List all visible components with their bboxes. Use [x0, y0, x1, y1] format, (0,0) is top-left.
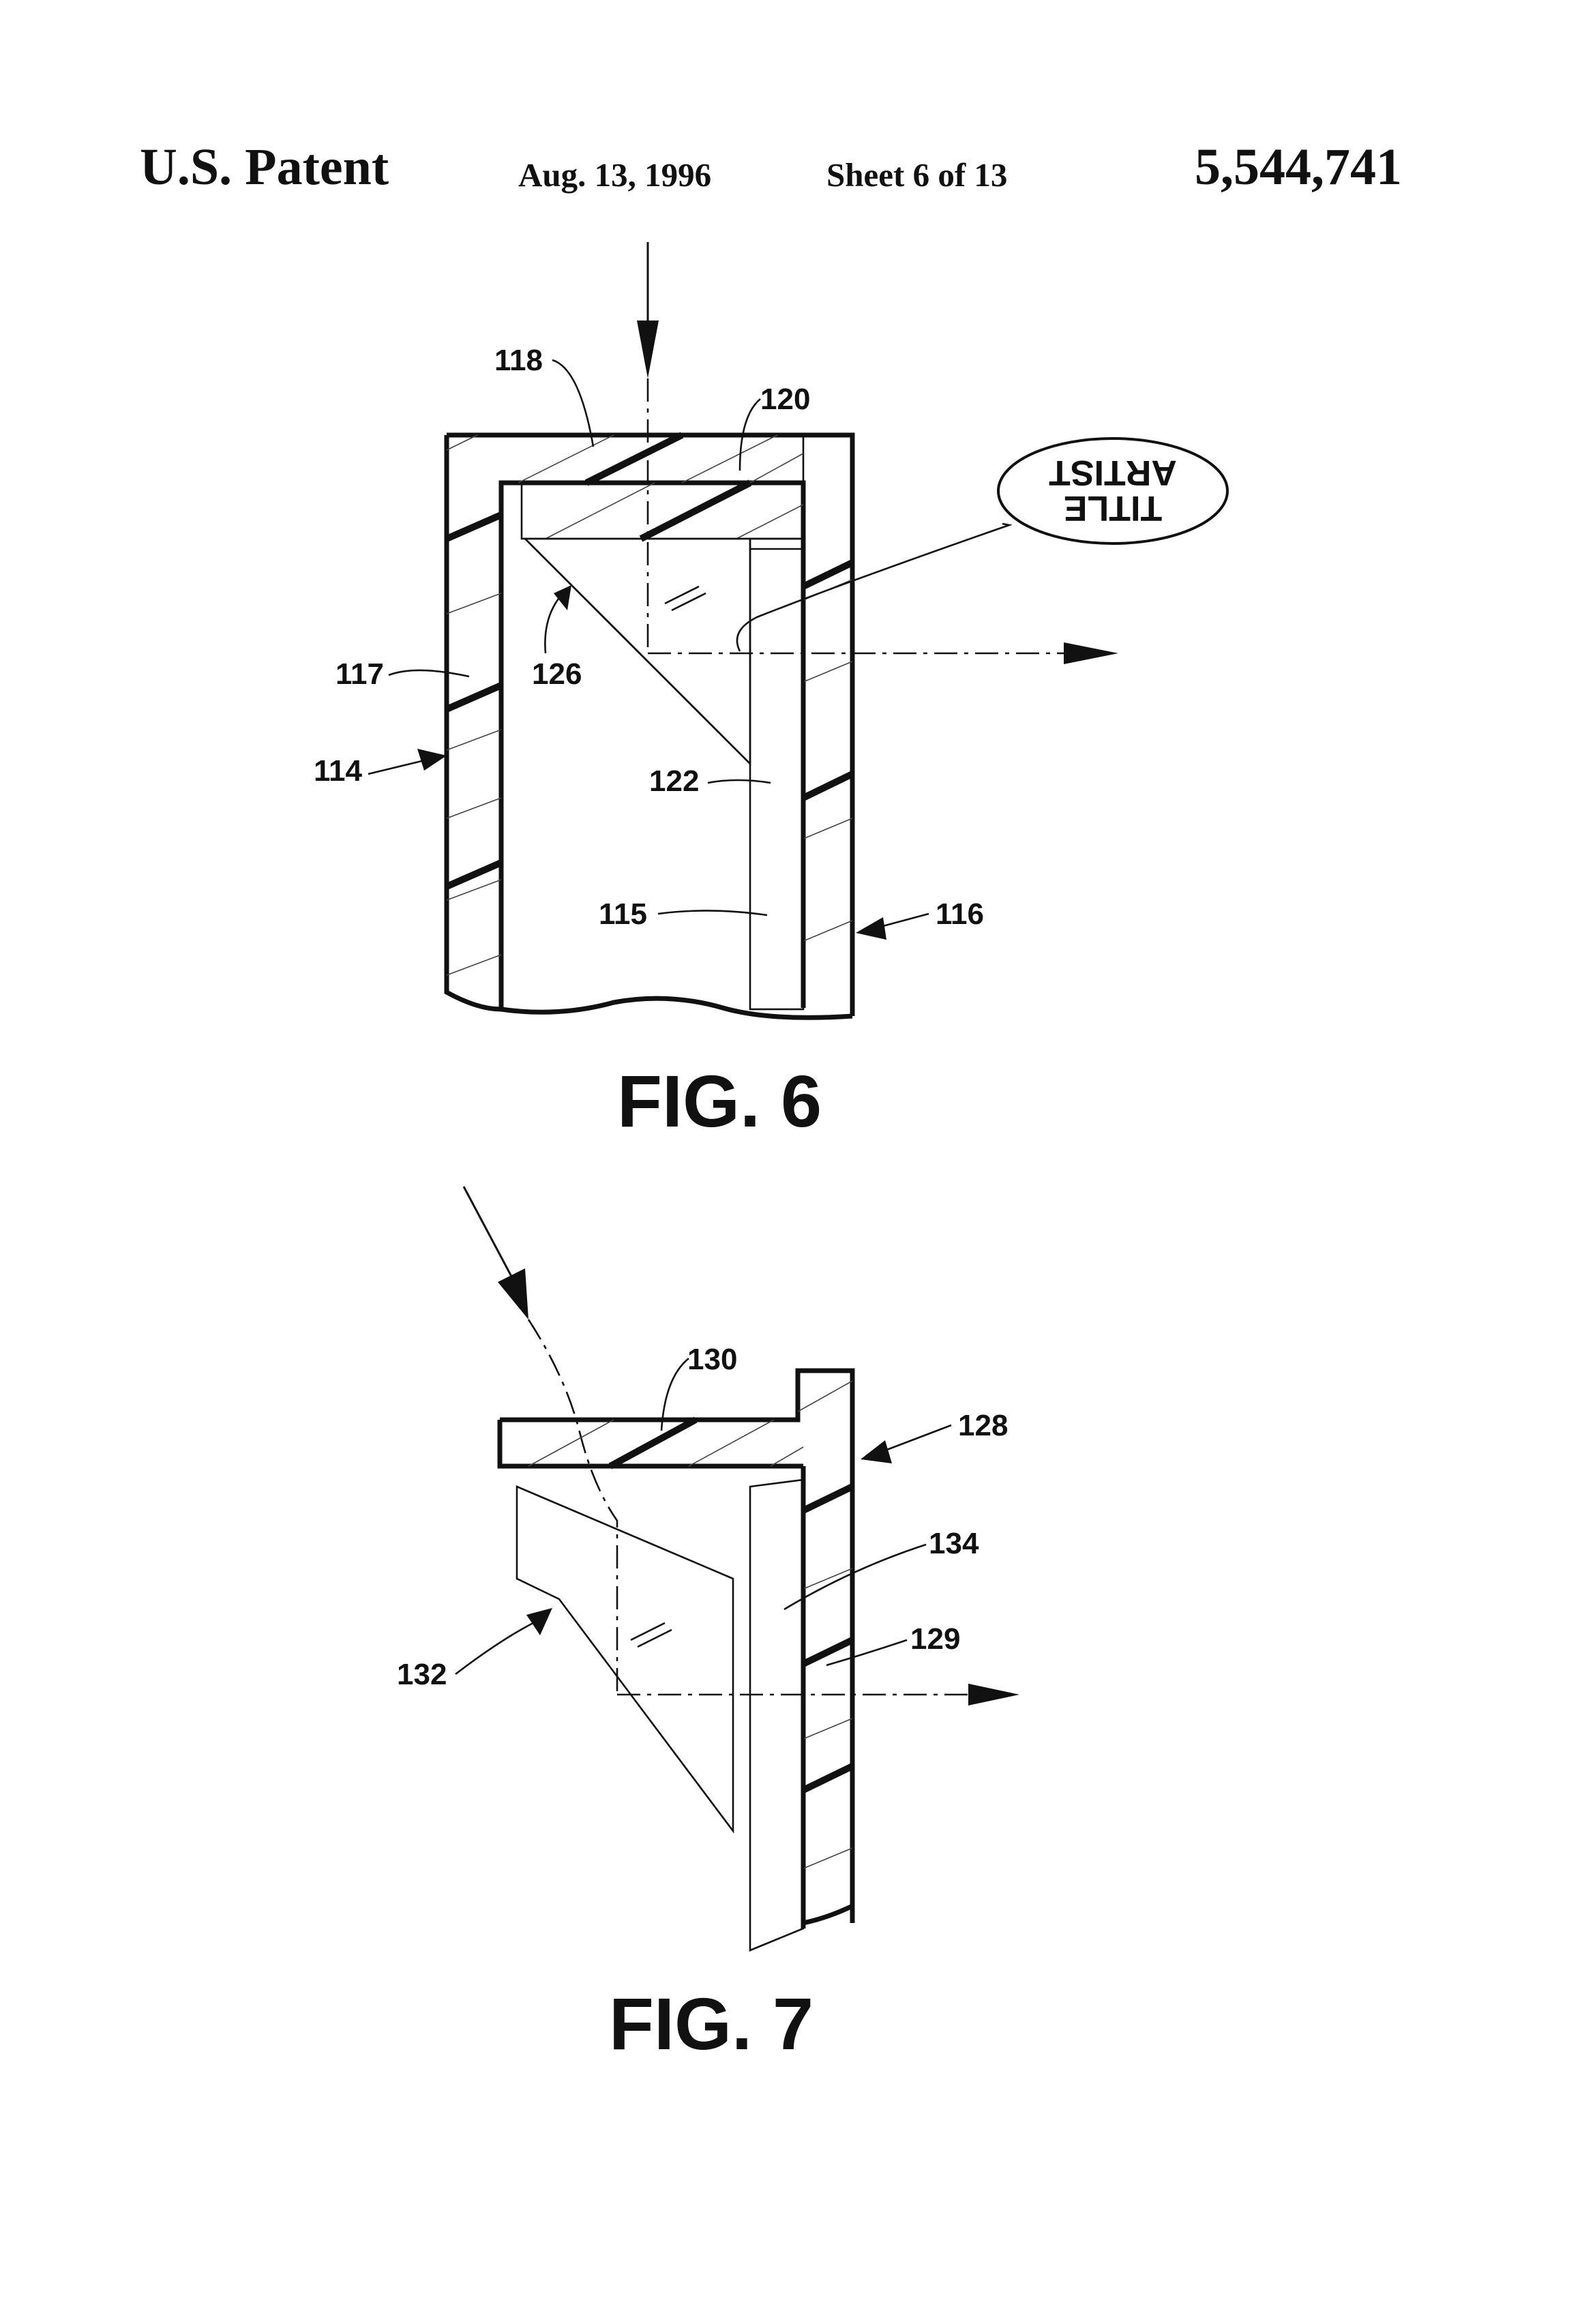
- label-120: 120: [760, 383, 810, 416]
- leader-129: [826, 1639, 908, 1667]
- fig7-cover-hatching: [528, 1380, 853, 1470]
- leader-114-arrow: [417, 749, 447, 771]
- patent-number: 5,544,741: [1195, 138, 1402, 196]
- fig7-cover-plate-lower: [497, 1420, 803, 1469]
- fig7-prism: [516, 1485, 734, 1834]
- fig6-wall-hatching: [445, 432, 854, 976]
- label-128: 128: [958, 1409, 1008, 1442]
- fig6-balloon-leader: [736, 522, 1013, 652]
- leader-134: [783, 1543, 927, 1611]
- label-130: 130: [687, 1343, 737, 1376]
- fig7-display-panel: [749, 1478, 805, 1952]
- fig6-balloon-text-line2: ARTIST: [1049, 453, 1177, 492]
- fig7-optical-path: [527, 1319, 618, 1695]
- fig6-cavity-outline: [498, 480, 806, 1009]
- leader-116-arrow: [856, 917, 886, 940]
- label-122: 122: [649, 764, 699, 798]
- fig6-output-arrowhead: [1064, 642, 1118, 664]
- leader-117: [388, 669, 470, 678]
- fig6-display-balloon: [997, 437, 1229, 545]
- fig6-break-line: [501, 996, 853, 1020]
- label-115: 115: [599, 897, 647, 931]
- fig7-caption: FIG. 7: [609, 1982, 814, 2065]
- label-129: 129: [910, 1622, 960, 1656]
- fig6-balloon-text-line1: TITLE: [1064, 488, 1162, 528]
- fig7-glass-mark: [630, 1622, 666, 1641]
- leader-132-arrow: [526, 1608, 552, 1635]
- fig6-prism-hypotenuse: [524, 538, 751, 764]
- label-114: 114: [314, 754, 363, 788]
- label-134: 134: [929, 1527, 979, 1560]
- leader-115: [657, 910, 768, 917]
- fig6-glass-mark: [671, 592, 706, 612]
- leader-122: [707, 779, 771, 784]
- fig6-display-panel: [749, 537, 805, 1011]
- figure-6: TITLE ARTIST 118 120 126 117 114 122 115…: [314, 242, 1229, 1142]
- fig6-glass-mark: [664, 585, 700, 605]
- fig6-cap-lip: [501, 435, 805, 484]
- fig7-wall-hatching: [801, 1483, 854, 1869]
- leader-120: [738, 398, 761, 471]
- fig7-cover-plate: [500, 1368, 855, 1923]
- label-117: 117: [335, 657, 384, 691]
- fig6-caption: FIG. 6: [617, 1060, 822, 1142]
- label-118: 118: [494, 344, 543, 377]
- fig7-input-arrowhead: [498, 1268, 528, 1320]
- leader-130: [660, 1357, 689, 1431]
- leader-132: [455, 1618, 541, 1675]
- patent-date: Aug. 13, 1996: [518, 156, 712, 194]
- patent-header-left: U.S. Patent: [140, 138, 389, 196]
- leader-126-arrow: [554, 585, 571, 610]
- label-132: 132: [397, 1658, 447, 1691]
- leader-118: [552, 359, 595, 447]
- leader-128-arrow: [861, 1440, 892, 1463]
- figure-7: 130 128 134 129 132 FIG. 7: [397, 1186, 1019, 2065]
- label-126: 126: [532, 657, 582, 691]
- fig7-glass-mark: [637, 1628, 672, 1648]
- label-116: 116: [936, 897, 984, 931]
- fig6-housing-outline: [444, 432, 855, 1016]
- fig7-wall-break: [803, 1903, 854, 1926]
- fig7-output-arrowhead: [968, 1684, 1019, 1705]
- patent-sheet: Sheet 6 of 13: [826, 156, 1008, 194]
- fig6-input-arrowhead: [637, 321, 659, 378]
- leader-128: [879, 1424, 952, 1454]
